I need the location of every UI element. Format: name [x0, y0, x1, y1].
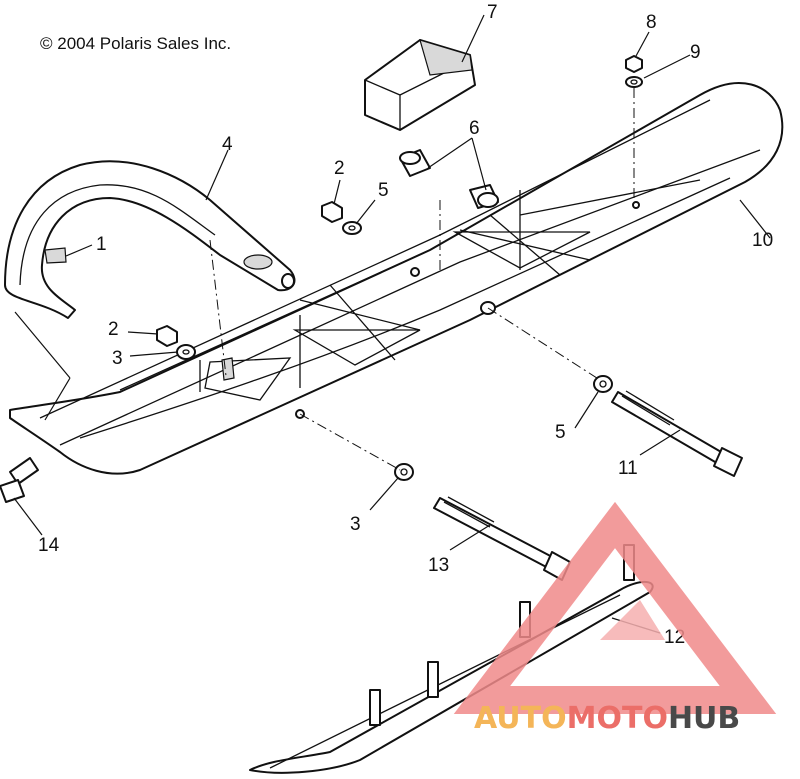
watermark-part2: MOTO — [567, 701, 668, 736]
callout-4: 4 — [222, 134, 233, 155]
callout-6: 6 — [469, 118, 480, 139]
watermark-part1: AUTO — [474, 701, 567, 736]
callout-5: 5 — [378, 180, 389, 201]
callout-3: 3 — [350, 514, 361, 535]
callout-5: 5 — [555, 422, 566, 443]
ski-body — [9, 82, 784, 475]
wear-bar — [249, 544, 654, 774]
callout-9: 9 — [690, 42, 701, 63]
svg-text:AUTOMOTOHUB: AUTOMOTOHUB — [474, 701, 740, 736]
callout-2: 2 — [108, 319, 119, 340]
callout-8: 8 — [646, 12, 657, 33]
bolts — [0, 390, 743, 581]
callout-1: 1 — [96, 234, 107, 255]
callout-11: 11 — [618, 458, 638, 479]
ski-handle — [4, 160, 296, 319]
bumper-block — [364, 39, 476, 131]
callout-14: 14 — [38, 535, 60, 556]
watermark-part3: HUB — [668, 701, 740, 736]
callout-10: 10 — [752, 230, 773, 251]
copyright-notice: © 2004 Polaris Sales Inc. — [40, 34, 232, 53]
callout-7: 7 — [487, 2, 498, 23]
watermark-triangle — [453, 501, 777, 714]
centerlines — [209, 88, 635, 471]
bushings — [399, 149, 499, 209]
callout-2: 2 — [334, 158, 345, 179]
callout-13: 13 — [428, 555, 449, 576]
hardware — [156, 55, 643, 481]
callout-labels: 1 2 2 3 3 4 5 5 6 7 8 9 10 11 12 13 14 — [38, 2, 773, 648]
watermark-logo: AUTOMOTOHUB — [453, 501, 777, 736]
callout-3: 3 — [112, 348, 123, 369]
